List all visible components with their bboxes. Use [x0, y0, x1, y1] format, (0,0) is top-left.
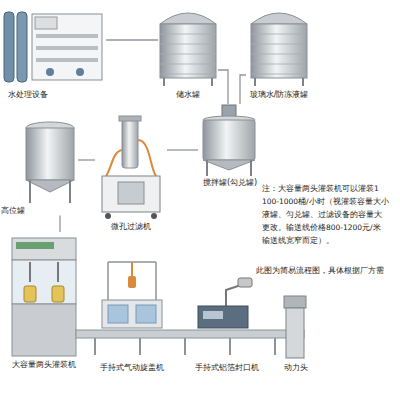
filter-pump	[118, 182, 144, 204]
tank-band	[160, 34, 216, 74]
tank-cone	[203, 160, 255, 170]
wheel	[151, 213, 157, 219]
machine-cabinet	[12, 304, 76, 356]
tank-leg	[164, 78, 212, 86]
equipment-node: 搅拌罐(勾兑罐)	[198, 104, 262, 188]
tank-leg	[30, 180, 70, 203]
equipment-label: 大容量两头灌装机	[4, 360, 84, 370]
equipment-node: 微孔过滤机	[95, 112, 167, 232]
equipment-node: 水处理设备	[2, 4, 106, 100]
pipe-connector	[218, 70, 228, 104]
tank-leg	[207, 160, 251, 176]
pump	[46, 68, 54, 76]
side-panel	[136, 305, 156, 323]
display-panel	[203, 311, 223, 319]
equipment-label: 水处理设备	[8, 90, 106, 100]
sealer-box	[198, 306, 248, 328]
tank-body	[203, 120, 255, 160]
pump	[76, 68, 84, 76]
filling-machine-drawing	[12, 238, 76, 356]
note-text: 注：大容量两头灌装机可以灌装1	[262, 184, 379, 193]
filter-frame	[102, 176, 160, 212]
tank-body	[160, 24, 216, 78]
high-tank-drawing	[26, 122, 74, 203]
machine-head	[12, 238, 76, 260]
equipment-label: 玻璃水/防冻液罐	[246, 90, 312, 100]
power-head-drawing	[284, 296, 306, 358]
micro-filter-drawing	[102, 116, 160, 219]
tank-dome	[251, 13, 307, 24]
equipment-label: 动力头	[276, 363, 316, 373]
filter-cap	[119, 116, 141, 121]
equipment-label: 储水罐	[158, 90, 218, 100]
equipment-label: 高位罐	[1, 206, 78, 216]
filling-nozzle	[30, 262, 58, 282]
tank-body	[26, 128, 74, 180]
water-treatment-unit	[4, 12, 102, 82]
note-text: 输送线宽窄而定）。	[262, 236, 334, 245]
mixing-tank-drawing	[203, 105, 255, 176]
resin-column	[17, 12, 27, 82]
note-text: 更改。输送线价格800-1200元/米	[262, 223, 381, 232]
tank-dome	[160, 13, 216, 24]
sealing-gun	[238, 278, 252, 287]
mixer-motor	[222, 105, 236, 117]
bottle	[24, 286, 36, 302]
membrane-tube	[36, 58, 98, 62]
note-text: 此图为简易流程图，具体根据厂方需	[256, 266, 384, 275]
equipment-frame	[32, 14, 102, 80]
equipment-node: 动力头	[276, 285, 316, 373]
equipment-node: 玻璃水/防冻液罐	[246, 4, 312, 100]
motor-box	[284, 296, 306, 308]
equipment-label: 手持式铝箔封口机	[190, 363, 264, 373]
equipment-label: 微孔过滤机	[95, 222, 167, 232]
machine-table	[102, 300, 162, 328]
liquid-tank-drawing	[251, 13, 307, 86]
note-text: 液罐、匀兑罐、过滤设备的容量大	[262, 210, 382, 219]
hose	[138, 140, 156, 176]
tank-leg	[255, 78, 303, 86]
conveyor-belt	[76, 330, 304, 338]
tank-band	[251, 34, 307, 74]
sealing-machine-drawing	[198, 278, 252, 328]
membrane-tube	[36, 46, 98, 50]
equipment-node: 储水罐	[158, 4, 218, 100]
tank-body	[251, 24, 307, 78]
air-hose	[131, 262, 133, 276]
bottle	[52, 286, 64, 302]
conveyor-leg	[95, 338, 275, 355]
equipment-label: 搅拌罐(勾兑罐)	[198, 178, 262, 188]
pipe-connector	[240, 75, 246, 104]
storage-tank-drawing	[160, 13, 216, 86]
filling-window	[12, 260, 76, 304]
side-panel	[108, 305, 128, 323]
capping-tool	[128, 276, 136, 288]
resin-column	[4, 12, 14, 82]
equipment-node: 手持式铝箔封口机	[190, 275, 264, 373]
capping-machine-drawing	[102, 262, 162, 328]
conveyor-line	[76, 330, 304, 355]
equipment-label: 手持式气动旋盖机	[96, 363, 168, 373]
drive-column	[286, 308, 304, 358]
tank-cone	[26, 180, 74, 192]
equipment-node: 手持式气动旋盖机	[96, 275, 168, 373]
equipment-node: 大容量两头灌装机	[4, 232, 84, 370]
pipe-connector	[59, 216, 60, 232]
membrane-tube	[36, 34, 98, 38]
pipe-connector	[167, 149, 198, 150]
wheel	[105, 213, 111, 219]
pipe-connector	[78, 159, 95, 160]
tool-frame	[108, 262, 156, 300]
control-panel	[35, 17, 57, 29]
note-text: 100-1000桶/小时（视灌装容量大小	[262, 197, 389, 206]
equipment-node: 高位罐	[0, 118, 78, 216]
pipe-connector	[106, 39, 158, 40]
brand-plate	[16, 242, 54, 249]
filter-housing	[122, 118, 138, 168]
hose	[106, 150, 122, 176]
